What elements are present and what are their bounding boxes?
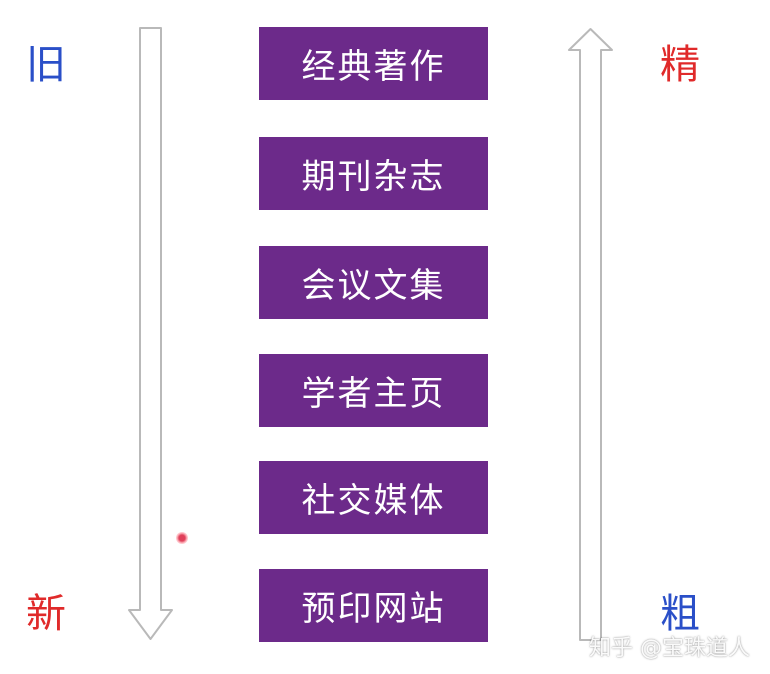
source-label: 学者主页 — [301, 374, 446, 414]
label-new: 新 — [26, 591, 66, 637]
arrow-up-icon — [568, 28, 613, 641]
label-old: 旧 — [26, 42, 66, 88]
arrow-down-shape — [128, 27, 173, 640]
label-coarse: 粗 — [660, 591, 700, 637]
source-box-conference-proceedings: 会议文集 — [259, 246, 488, 319]
cursor-dot — [176, 532, 188, 544]
arrow-down-icon — [128, 27, 173, 640]
source-label: 社交媒体 — [301, 481, 446, 521]
arrow-up-shape — [568, 28, 613, 641]
source-label: 会议文集 — [301, 266, 446, 306]
label-fine: 精 — [660, 42, 700, 88]
source-label: 期刊杂志 — [301, 157, 446, 197]
source-box-social-media: 社交媒体 — [259, 461, 488, 534]
source-box-classic-works: 经典著作 — [259, 27, 488, 100]
source-label: 预印网站 — [301, 589, 446, 629]
source-box-journals: 期刊杂志 — [259, 137, 488, 210]
source-box-scholar-homepages: 学者主页 — [259, 354, 488, 427]
source-label: 经典著作 — [301, 47, 446, 87]
source-box-preprint-sites: 预印网站 — [259, 569, 488, 642]
watermark: 知乎 @宝珠道人 — [589, 636, 750, 661]
